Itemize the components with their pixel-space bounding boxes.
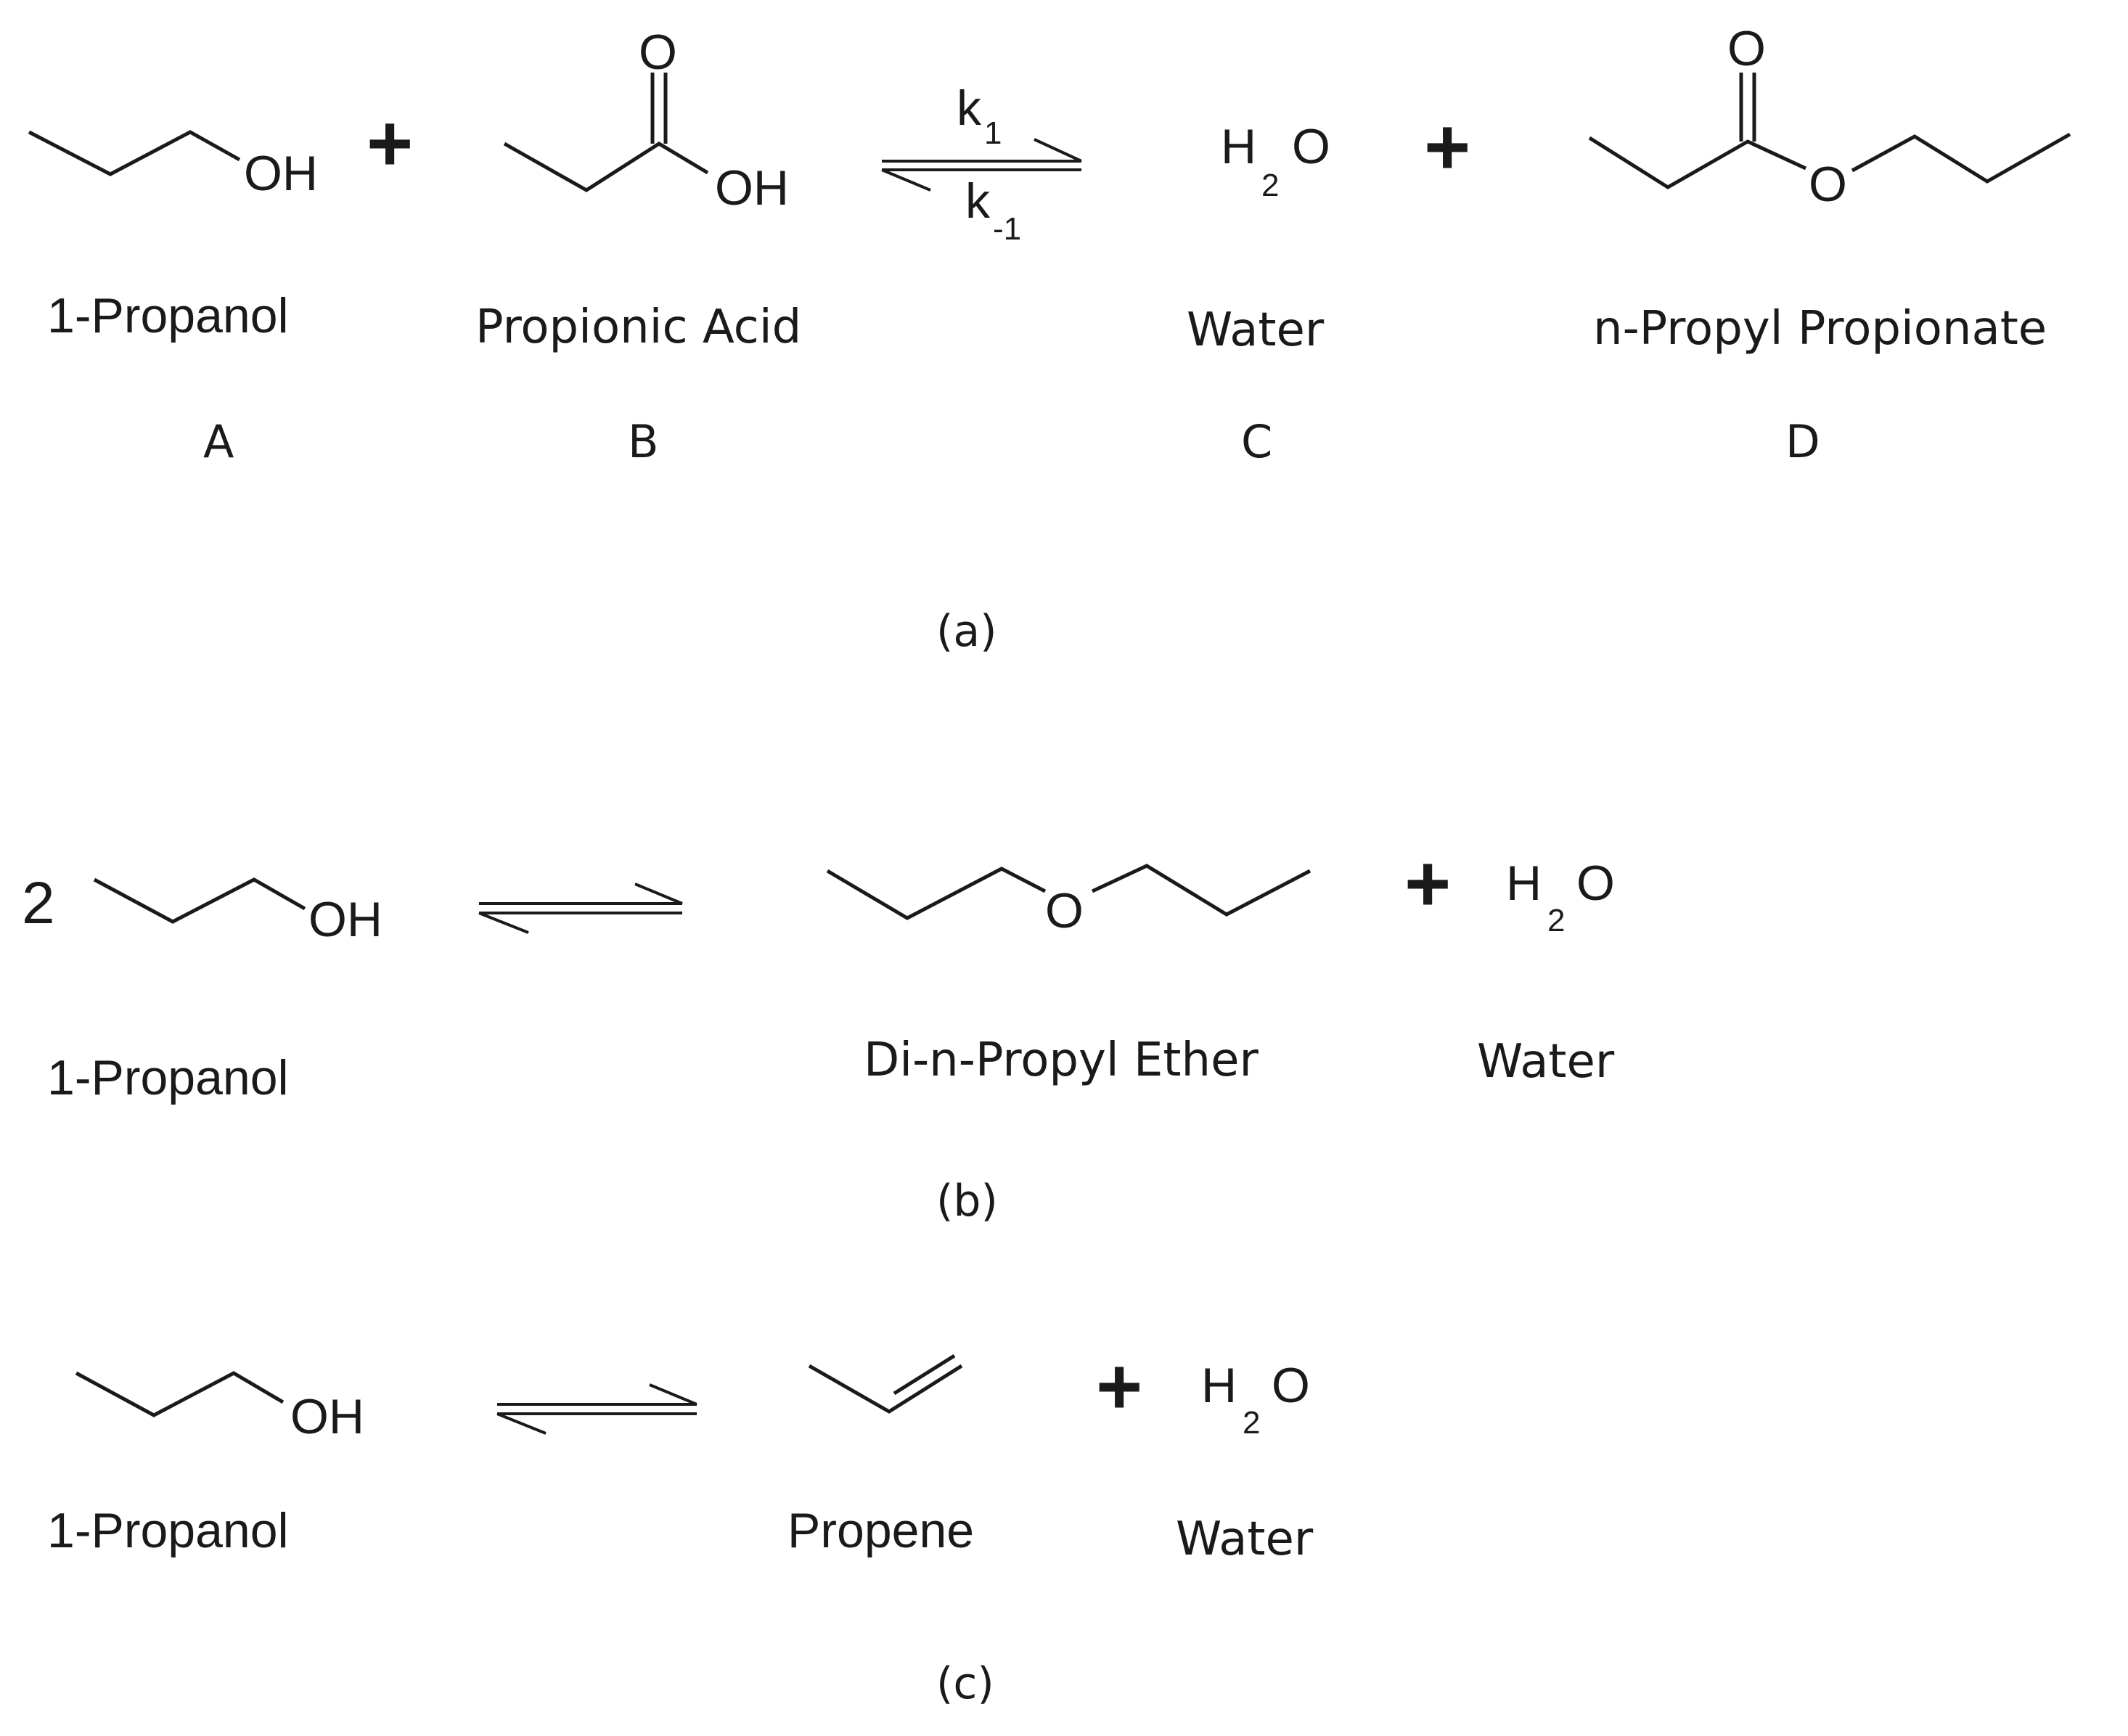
propionic-acid-structure: O OH: [503, 25, 789, 216]
plus-sign: +: [1404, 839, 1451, 928]
water-formula: H 2 O: [1506, 856, 1615, 938]
species-name: 1-Propanol: [47, 288, 289, 343]
reverse-rate-constant: k: [965, 173, 991, 229]
svg-text:2: 2: [1261, 168, 1279, 203]
forward-rate-constant: k: [957, 81, 982, 136]
equilibrium-arrow-k: k 1 k -1: [881, 81, 1082, 247]
species-name: 1-Propanol: [47, 1050, 289, 1105]
ester-oxygen-label: O: [1809, 157, 1847, 212]
species-name: Water: [1477, 1035, 1615, 1089]
species-name: n-Propyl Propionate: [1593, 302, 2047, 356]
species-name: Water: [1187, 303, 1325, 357]
plus-sign: +: [367, 99, 413, 188]
species-letter: C: [1241, 415, 1272, 468]
carbonyl-oxygen-label: O: [639, 25, 677, 80]
plus-sign: +: [1096, 1342, 1142, 1431]
propene-structure: [808, 1354, 963, 1414]
svg-text:O: O: [1576, 856, 1615, 911]
propanol-structure-b: OH: [93, 877, 382, 947]
reverse-rate-subscript: -1: [993, 211, 1021, 247]
hydroxyl-label: OH: [715, 160, 789, 216]
plus-sign: +: [1424, 102, 1470, 192]
forward-rate-subscript: 1: [984, 115, 1002, 151]
reaction-b: 2 OH O + H 2 O 1-Propanol Di-n-Propyl Et…: [22, 839, 1615, 1227]
hydroxyl-label: OH: [290, 1389, 364, 1444]
species-name: Water: [1176, 1512, 1314, 1566]
panel-label: (a): [936, 606, 997, 657]
svg-text:H: H: [1221, 119, 1256, 174]
species-name: 1-Propanol: [47, 1503, 289, 1558]
svg-text:H: H: [1201, 1358, 1237, 1413]
panel-label: (c): [936, 1658, 994, 1709]
equilibrium-arrow: [478, 883, 683, 934]
reaction-c: OH + H 2 O 1-Propanol Propene Water (c): [47, 1342, 1314, 1709]
species-letter: B: [628, 415, 659, 468]
svg-text:H: H: [1506, 856, 1542, 911]
species-name: Di-n-Propyl Ether: [864, 1033, 1259, 1087]
species-name: Propionic Acid: [475, 300, 801, 354]
dipropyl-ether-structure: O: [826, 864, 1311, 938]
species-name: Propene: [787, 1503, 974, 1558]
panel-label: (b): [936, 1176, 998, 1227]
propanol-structure-c: OH: [75, 1371, 364, 1444]
svg-text:2: 2: [1243, 1405, 1260, 1441]
svg-text:2: 2: [1547, 903, 1565, 938]
reaction-a: OH + O OH k 1 k -1 H 2 O +: [28, 21, 2071, 657]
water-formula: H 2 O: [1201, 1358, 1310, 1441]
ether-oxygen-label: O: [1045, 883, 1084, 938]
svg-text:O: O: [1292, 119, 1330, 174]
propanol-structure-a: OH: [28, 130, 318, 201]
hydroxyl-label: OH: [308, 892, 382, 947]
water-formula: H 2 O: [1221, 119, 1330, 203]
hydroxyl-label: OH: [244, 146, 318, 201]
carbonyl-oxygen-label: O: [1727, 21, 1766, 76]
stoichiometric-coefficient: 2: [22, 870, 55, 936]
svg-text:O: O: [1272, 1358, 1310, 1413]
species-letter: A: [203, 415, 234, 468]
propyl-propionate-structure: O O: [1588, 21, 2071, 212]
equilibrium-arrow: [496, 1383, 697, 1435]
species-letter: D: [1785, 415, 1820, 468]
